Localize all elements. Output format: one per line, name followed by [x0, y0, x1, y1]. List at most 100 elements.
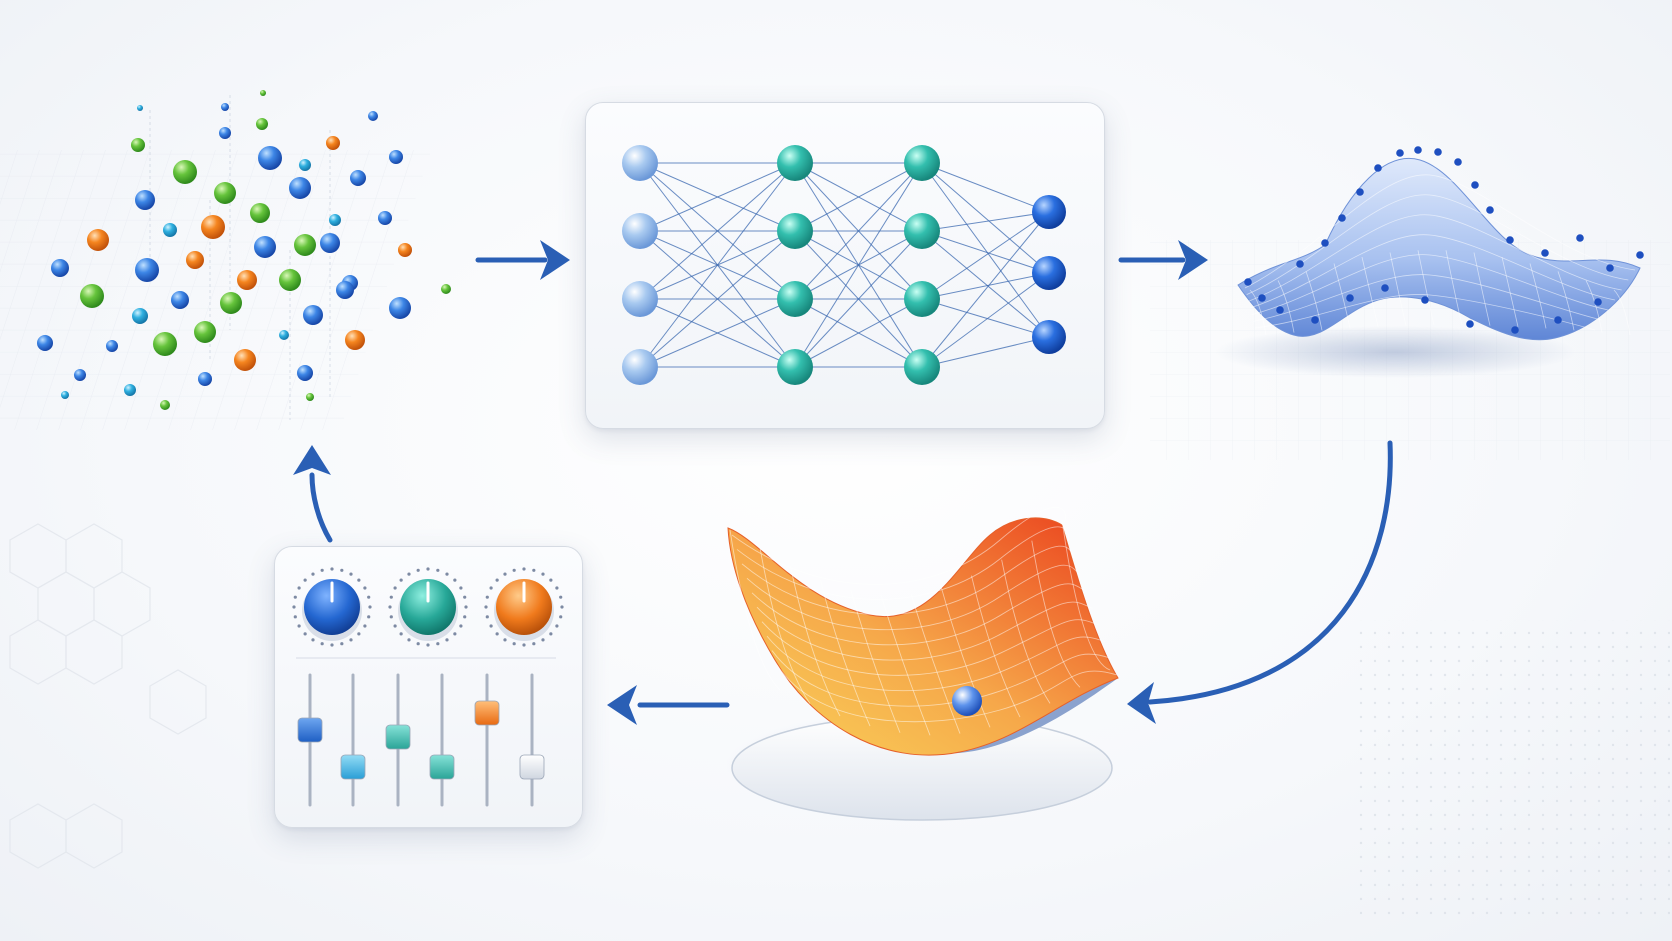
knob-tick	[293, 615, 297, 619]
input-node	[622, 145, 658, 181]
fitted-point	[1454, 158, 1462, 166]
knob-tick	[297, 624, 301, 628]
fitted-point	[1258, 294, 1266, 302]
output-node	[1032, 320, 1066, 354]
fitted-point	[1311, 316, 1319, 324]
knob[interactable]	[304, 579, 360, 635]
data-point	[441, 284, 451, 294]
knob-tick	[349, 572, 353, 576]
data-point	[219, 127, 231, 139]
data-point	[237, 270, 257, 290]
knob-tick	[485, 615, 489, 619]
data-point	[350, 170, 366, 186]
knob-tick	[349, 638, 353, 642]
fitted-point	[1486, 206, 1494, 214]
data-point	[294, 234, 316, 256]
knob-tick	[393, 624, 397, 628]
data-point	[389, 150, 403, 164]
optimizer-ball-icon	[952, 686, 982, 716]
data-point	[250, 203, 270, 223]
slider-thumb[interactable]	[519, 754, 545, 780]
knob-tick	[512, 642, 516, 646]
knob-tick	[459, 586, 463, 590]
knob[interactable]	[400, 579, 456, 635]
slider-thumb[interactable]	[340, 754, 366, 780]
knob-tick	[357, 578, 361, 582]
data-point	[137, 105, 143, 111]
input-node	[622, 281, 658, 317]
data-point	[254, 236, 276, 258]
network-edge	[921, 230, 1050, 274]
network-edge	[921, 211, 1050, 368]
knob-tick	[297, 586, 301, 590]
input-node	[622, 213, 658, 249]
knob-tick	[389, 615, 393, 619]
data-point	[297, 365, 313, 381]
slider-thumb[interactable]	[385, 724, 411, 750]
fitted-surface	[1215, 146, 1644, 378]
data-point	[258, 146, 282, 170]
network-edge	[639, 162, 796, 300]
knob-tick	[320, 568, 324, 572]
loss-landscape	[725, 506, 1119, 821]
knob-tick	[416, 568, 420, 572]
flow-arrows	[293, 240, 1393, 725]
knob-tick	[311, 638, 315, 642]
knob-tick	[489, 586, 493, 590]
data-point	[106, 340, 118, 352]
fitted-point	[1414, 146, 1422, 154]
slider-thumb[interactable]	[474, 700, 500, 726]
network-edge	[921, 162, 1050, 338]
data-point	[194, 321, 216, 343]
network-edge	[921, 211, 1050, 300]
knob-tick	[416, 642, 420, 646]
knob-tick	[303, 578, 307, 582]
knob-tick	[340, 642, 344, 646]
knob-tick	[367, 615, 371, 619]
data-point	[320, 233, 340, 253]
data-point	[221, 103, 229, 111]
knob-tick	[522, 567, 526, 571]
slider-thumb[interactable]	[429, 754, 455, 780]
data-point	[153, 332, 177, 356]
knob-tick	[503, 638, 507, 642]
knob-tick	[367, 595, 371, 599]
knob-tick	[532, 568, 536, 572]
knob-tick	[495, 578, 499, 582]
data-point	[279, 330, 289, 340]
knob[interactable]	[496, 579, 552, 635]
network-edge	[794, 162, 923, 300]
fitted-point	[1466, 320, 1474, 328]
fitted-point	[1374, 164, 1382, 172]
network-nodes	[622, 145, 1066, 385]
data-point	[368, 111, 378, 121]
knob-tick	[368, 605, 372, 609]
arrow-data-to-network-head	[540, 240, 570, 280]
data-point	[61, 391, 69, 399]
knob-tick	[495, 632, 499, 636]
knob-tick	[489, 624, 493, 628]
knob-tick	[459, 624, 463, 628]
data-point	[37, 335, 53, 351]
knob-tick	[541, 572, 545, 576]
knob-tick	[453, 632, 457, 636]
slider-thumb[interactable]	[297, 717, 323, 743]
data-point	[74, 369, 86, 381]
fitted-point	[1321, 239, 1329, 247]
knob-tick	[453, 578, 457, 582]
fitted-point	[1296, 260, 1304, 268]
fitted-point	[1244, 278, 1252, 286]
network-edge	[639, 230, 796, 368]
knob-tick	[436, 568, 440, 572]
data-point	[326, 136, 340, 150]
hidden-node	[904, 213, 940, 249]
arrow-loss-to-params-head	[607, 685, 637, 725]
knob-tick	[549, 632, 553, 636]
hidden-node	[904, 349, 940, 385]
knob-tick	[399, 632, 403, 636]
knob-tick	[407, 638, 411, 642]
data-point	[124, 384, 136, 396]
arrow-params-to-data	[309, 472, 333, 543]
network-edge	[921, 298, 1050, 338]
